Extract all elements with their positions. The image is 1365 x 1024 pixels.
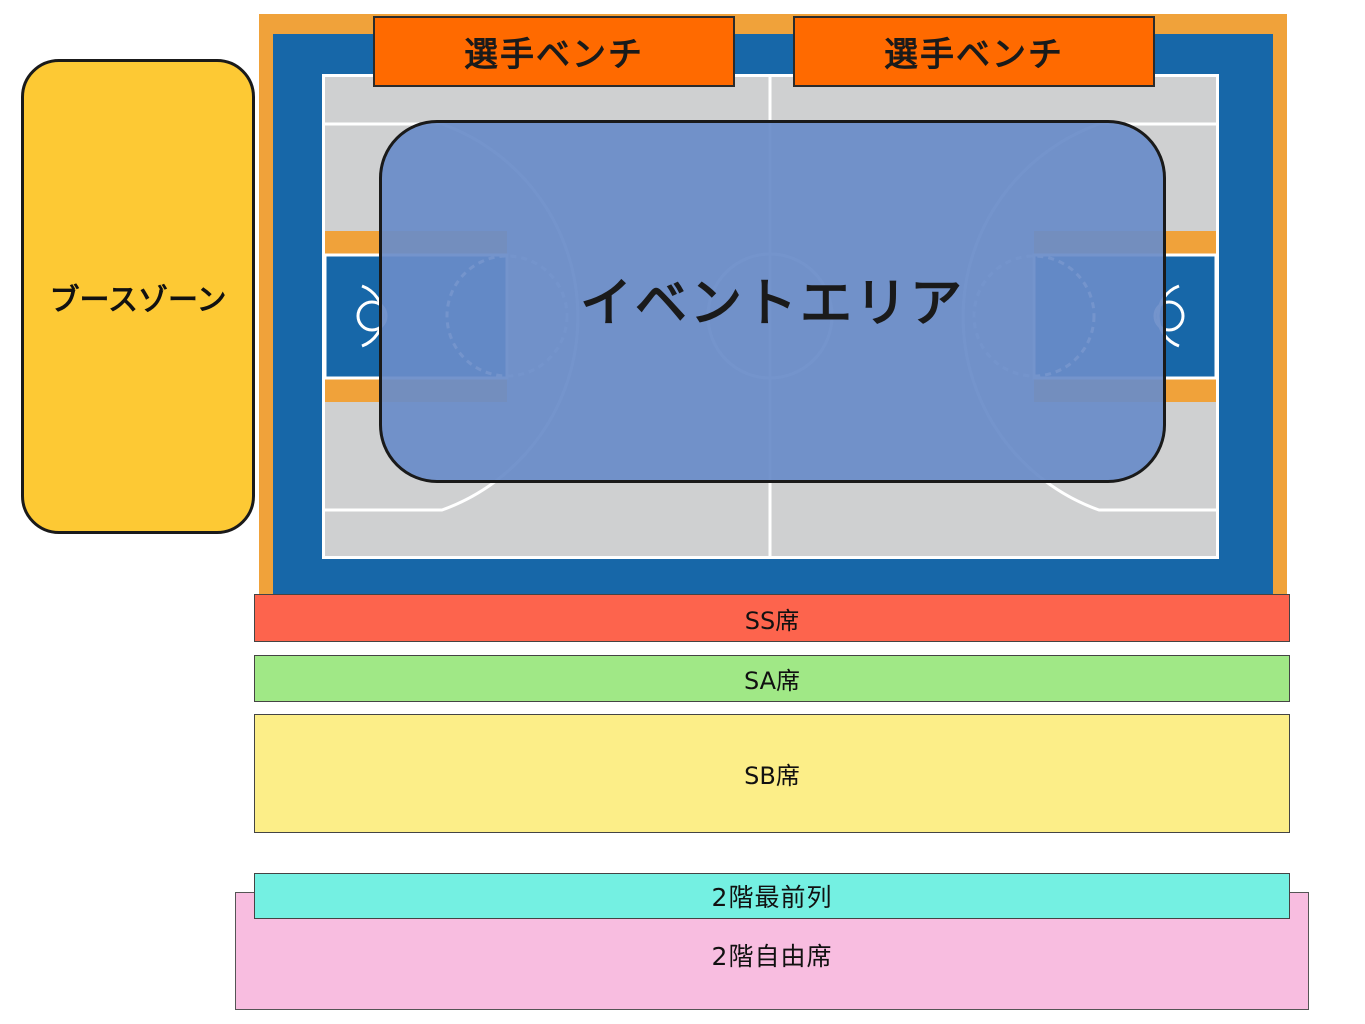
- seat-section-sa[interactable]: SA席: [254, 655, 1290, 702]
- seat-section-2f-front-row[interactable]: 2階最前列: [254, 873, 1290, 919]
- seat-section-sb-label: SB席: [744, 762, 800, 790]
- seat-section-2f-front-row-label: 2階最前列: [711, 883, 833, 912]
- seat-section-ss[interactable]: SS席: [254, 594, 1290, 642]
- event-area[interactable]: イベントエリア: [379, 120, 1166, 483]
- booth-zone-label: ブースゾーン: [49, 282, 227, 318]
- seat-section-sb[interactable]: SB席: [254, 714, 1290, 833]
- seat-section-sa-label: SA席: [743, 667, 801, 695]
- player-bench-right-label: 選手ベンチ: [884, 35, 1064, 75]
- seat-section-ss-label: SS席: [744, 606, 800, 635]
- event-area-label: イベントエリア: [579, 274, 965, 334]
- player-bench-left-label: 選手ベンチ: [464, 35, 644, 75]
- booth-zone[interactable]: ブースゾーン: [21, 59, 255, 534]
- player-bench-left[interactable]: 選手ベンチ: [373, 16, 735, 87]
- player-bench-right[interactable]: 選手ベンチ: [793, 16, 1155, 87]
- seat-section-2f-free-label: 2階自由席: [711, 942, 833, 971]
